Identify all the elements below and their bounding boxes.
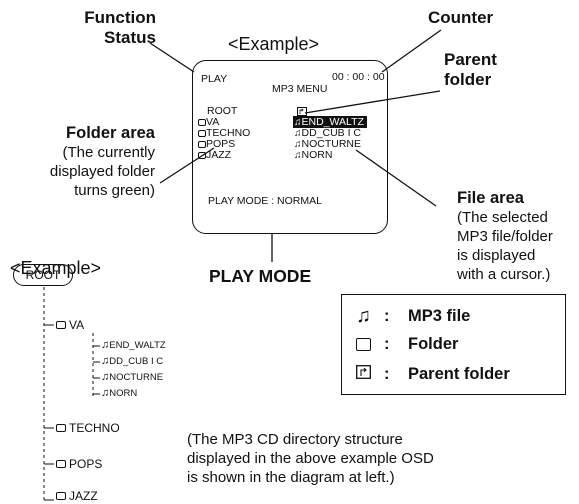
parent-folder-icon (356, 365, 371, 379)
osd-file-item-selected: ♫END_WALTZ (293, 116, 367, 128)
tree-file-item: ♫END_WALTZ (101, 339, 166, 351)
folder-icon (56, 321, 66, 329)
osd-status: PLAY (201, 73, 228, 85)
osd-folder-item: JAZZ (198, 149, 231, 161)
legend-row-mp3: ♫ : MP3 file (356, 305, 471, 327)
directory-note: (The MP3 CD directory structure displaye… (187, 430, 434, 487)
example-heading-left: <Example> (10, 258, 102, 278)
osd-folder-item: POPS (198, 138, 235, 150)
counter-label: Counter (428, 8, 494, 27)
function-status-label: Function Status (84, 8, 156, 47)
folder-area-desc-line: displayed folder (49, 163, 155, 180)
note-line: displayed in the above example OSD (187, 450, 434, 467)
file-area-desc-line: with a cursor.) (457, 266, 551, 283)
mp3-file-icon: ♫ (356, 305, 371, 327)
parent-folder-label: Parent folder (444, 50, 497, 89)
osd-screen: PLAY MP3 MENU 00 : 00 : 00 ROOT VA TECHN… (192, 60, 388, 234)
tree-folder-jazz: JAZZ (56, 489, 98, 503)
folder-icon (56, 424, 66, 432)
osd-menu-title: MP3 MENU (272, 83, 328, 95)
legend-mp3-label: MP3 file (408, 307, 471, 325)
tree-root-node: ROOT (13, 264, 73, 286)
folder-icon (198, 129, 206, 137)
file-area-desc-line: (The selected (457, 209, 548, 226)
file-area-desc-line: is displayed (457, 247, 536, 264)
osd-folder-item: VA (198, 116, 219, 128)
osd-file-item: ♫DD_CUB I C (294, 127, 362, 139)
folder-icon (198, 140, 206, 148)
legend-box: ♫ : MP3 file : Folder : Parent folder (341, 294, 566, 395)
legend-folder-label: Folder (408, 335, 459, 353)
folder-icon (198, 151, 206, 159)
mp3-file-icon: ♫ (294, 149, 302, 161)
mp3-file-icon: ♫ (101, 371, 110, 383)
example-heading-top: <Example> (228, 34, 320, 54)
legend-parent-label: Parent folder (408, 365, 510, 383)
mp3-file-icon: ♫ (101, 387, 110, 399)
osd-file-item: ♫NOCTURNE (294, 138, 361, 150)
osd-folder-root: ROOT (207, 105, 238, 117)
folder-area-desc-line: (The currently (62, 144, 155, 161)
note-line: (The MP3 CD directory structure (187, 431, 403, 448)
file-area-title: File area (457, 189, 524, 207)
folder-area-desc-line: turns green) (74, 182, 155, 199)
folder-icon (56, 492, 66, 500)
tree-folder-va: VA (56, 318, 84, 332)
file-area-callout: File area (The selected MP3 file/folder … (457, 189, 553, 284)
legend-row-folder: : Folder (356, 335, 458, 354)
folder-area-title: Folder area (66, 124, 155, 142)
osd-file-item: ♫NORN (294, 149, 333, 161)
mp3-file-icon: ♫ (101, 355, 110, 367)
play-mode-label: PLAY MODE (209, 266, 312, 286)
tree-file-item: ♫NOCTURNE (101, 371, 164, 383)
folder-icon (56, 460, 66, 468)
tree-folder-techno: TECHNO (56, 421, 120, 435)
mp3-file-icon: ♫ (294, 138, 302, 150)
tree-folder-pops: POPS (56, 457, 102, 471)
osd-time: 00 : 00 : 00 (332, 71, 385, 83)
file-area-desc-line: MP3 file/folder (457, 228, 553, 245)
folder-icon (356, 338, 371, 352)
parent-folder-icon (297, 107, 307, 116)
folder-area-callout: Folder area (The currently displayed fol… (0, 124, 155, 200)
note-line: is shown in the diagram at left.) (187, 469, 395, 486)
tree-file-item: ♫DD_CUB I C (101, 355, 164, 367)
osd-folder-item: TECHNO (198, 127, 250, 139)
tree-file-item: ♫NORN (101, 387, 138, 399)
osd-play-mode: PLAY MODE : NORMAL (208, 195, 322, 207)
legend-row-parent: : Parent folder (356, 365, 510, 384)
folder-icon (198, 118, 206, 126)
mp3-file-icon: ♫ (101, 339, 110, 351)
mp3-file-icon: ♫ (294, 127, 302, 139)
mp3-file-icon: ♫ (294, 116, 302, 128)
